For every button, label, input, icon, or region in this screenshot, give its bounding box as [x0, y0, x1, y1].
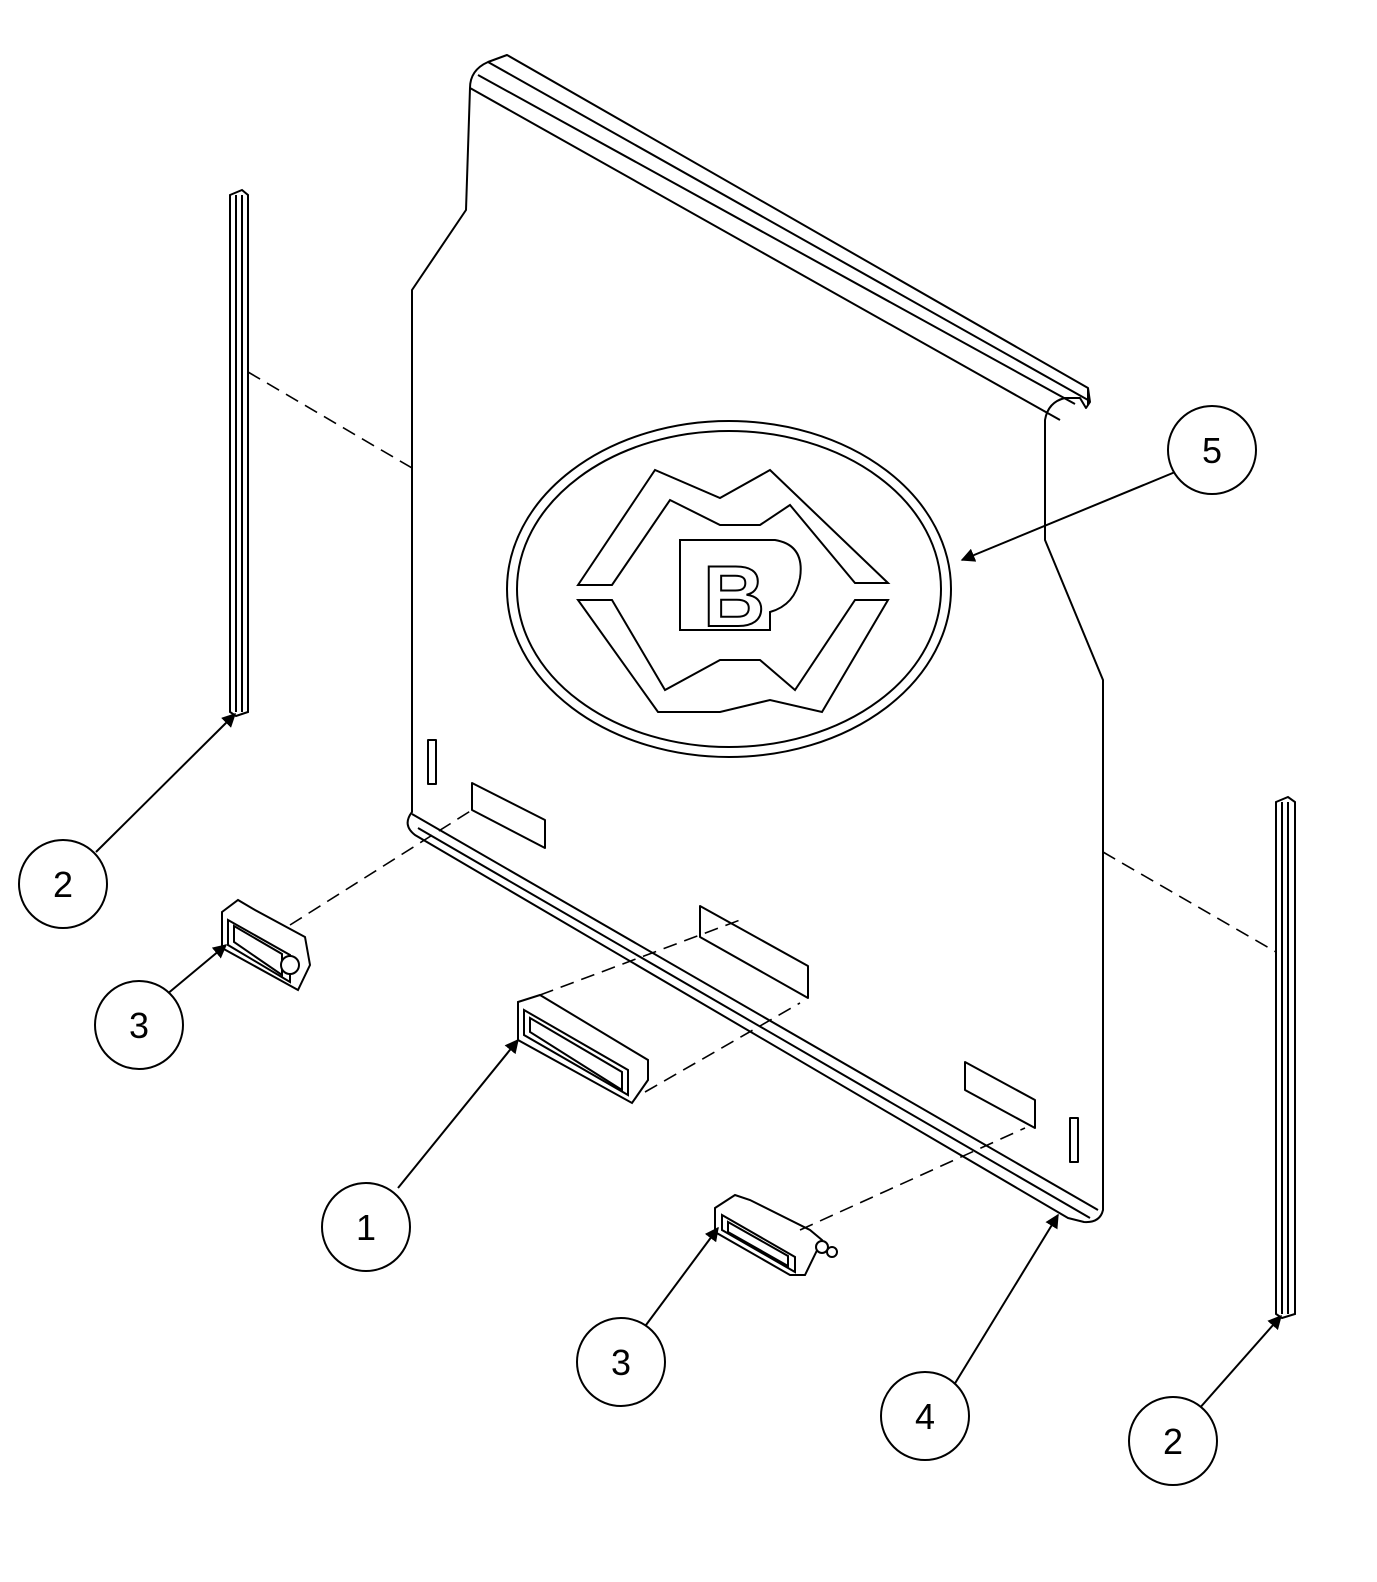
leader-lines: [95, 469, 1282, 1411]
callout-2-right: 2: [1128, 1396, 1218, 1486]
handle-insert: [517, 993, 649, 1105]
logo-w-shape: [576, 599, 890, 714]
callout-label: 1: [356, 1207, 376, 1248]
callout-3-left: 3: [94, 980, 184, 1070]
leader-3-bottom: [645, 1226, 719, 1326]
logo-emblem: [506, 420, 952, 758]
callout-label: 2: [53, 864, 73, 905]
leader-5: [960, 469, 1181, 562]
callout-2-left: 2: [18, 839, 108, 929]
trim-strip-left: [229, 188, 249, 718]
callout-label: 5: [1202, 430, 1222, 471]
latch-bottom: [714, 1193, 838, 1276]
callout-label: 3: [611, 1342, 631, 1383]
leader-4: [953, 1213, 1059, 1386]
callout-5: 5: [1167, 405, 1257, 495]
callout-label: 3: [129, 1005, 149, 1046]
leader-3-left: [165, 944, 228, 996]
trim-strip-right: [1275, 795, 1296, 1320]
logo-b-outline: [679, 539, 802, 631]
callout-label: 4: [915, 1396, 935, 1437]
callout-3-bottom: 3: [576, 1317, 666, 1407]
leader-2-left: [95, 713, 236, 853]
back-panel: [406, 54, 1104, 1224]
latch-left: [221, 898, 312, 992]
logo-letter: B: [703, 549, 765, 645]
leader-1: [397, 1038, 519, 1189]
logo-m-shape: [576, 468, 891, 586]
callout-4: 4: [880, 1371, 970, 1461]
callout-label: 2: [1163, 1421, 1183, 1462]
leader-2-right: [1197, 1314, 1282, 1411]
assembly-guide-lines: [247, 371, 1277, 1231]
callout-1: 1: [321, 1182, 411, 1272]
